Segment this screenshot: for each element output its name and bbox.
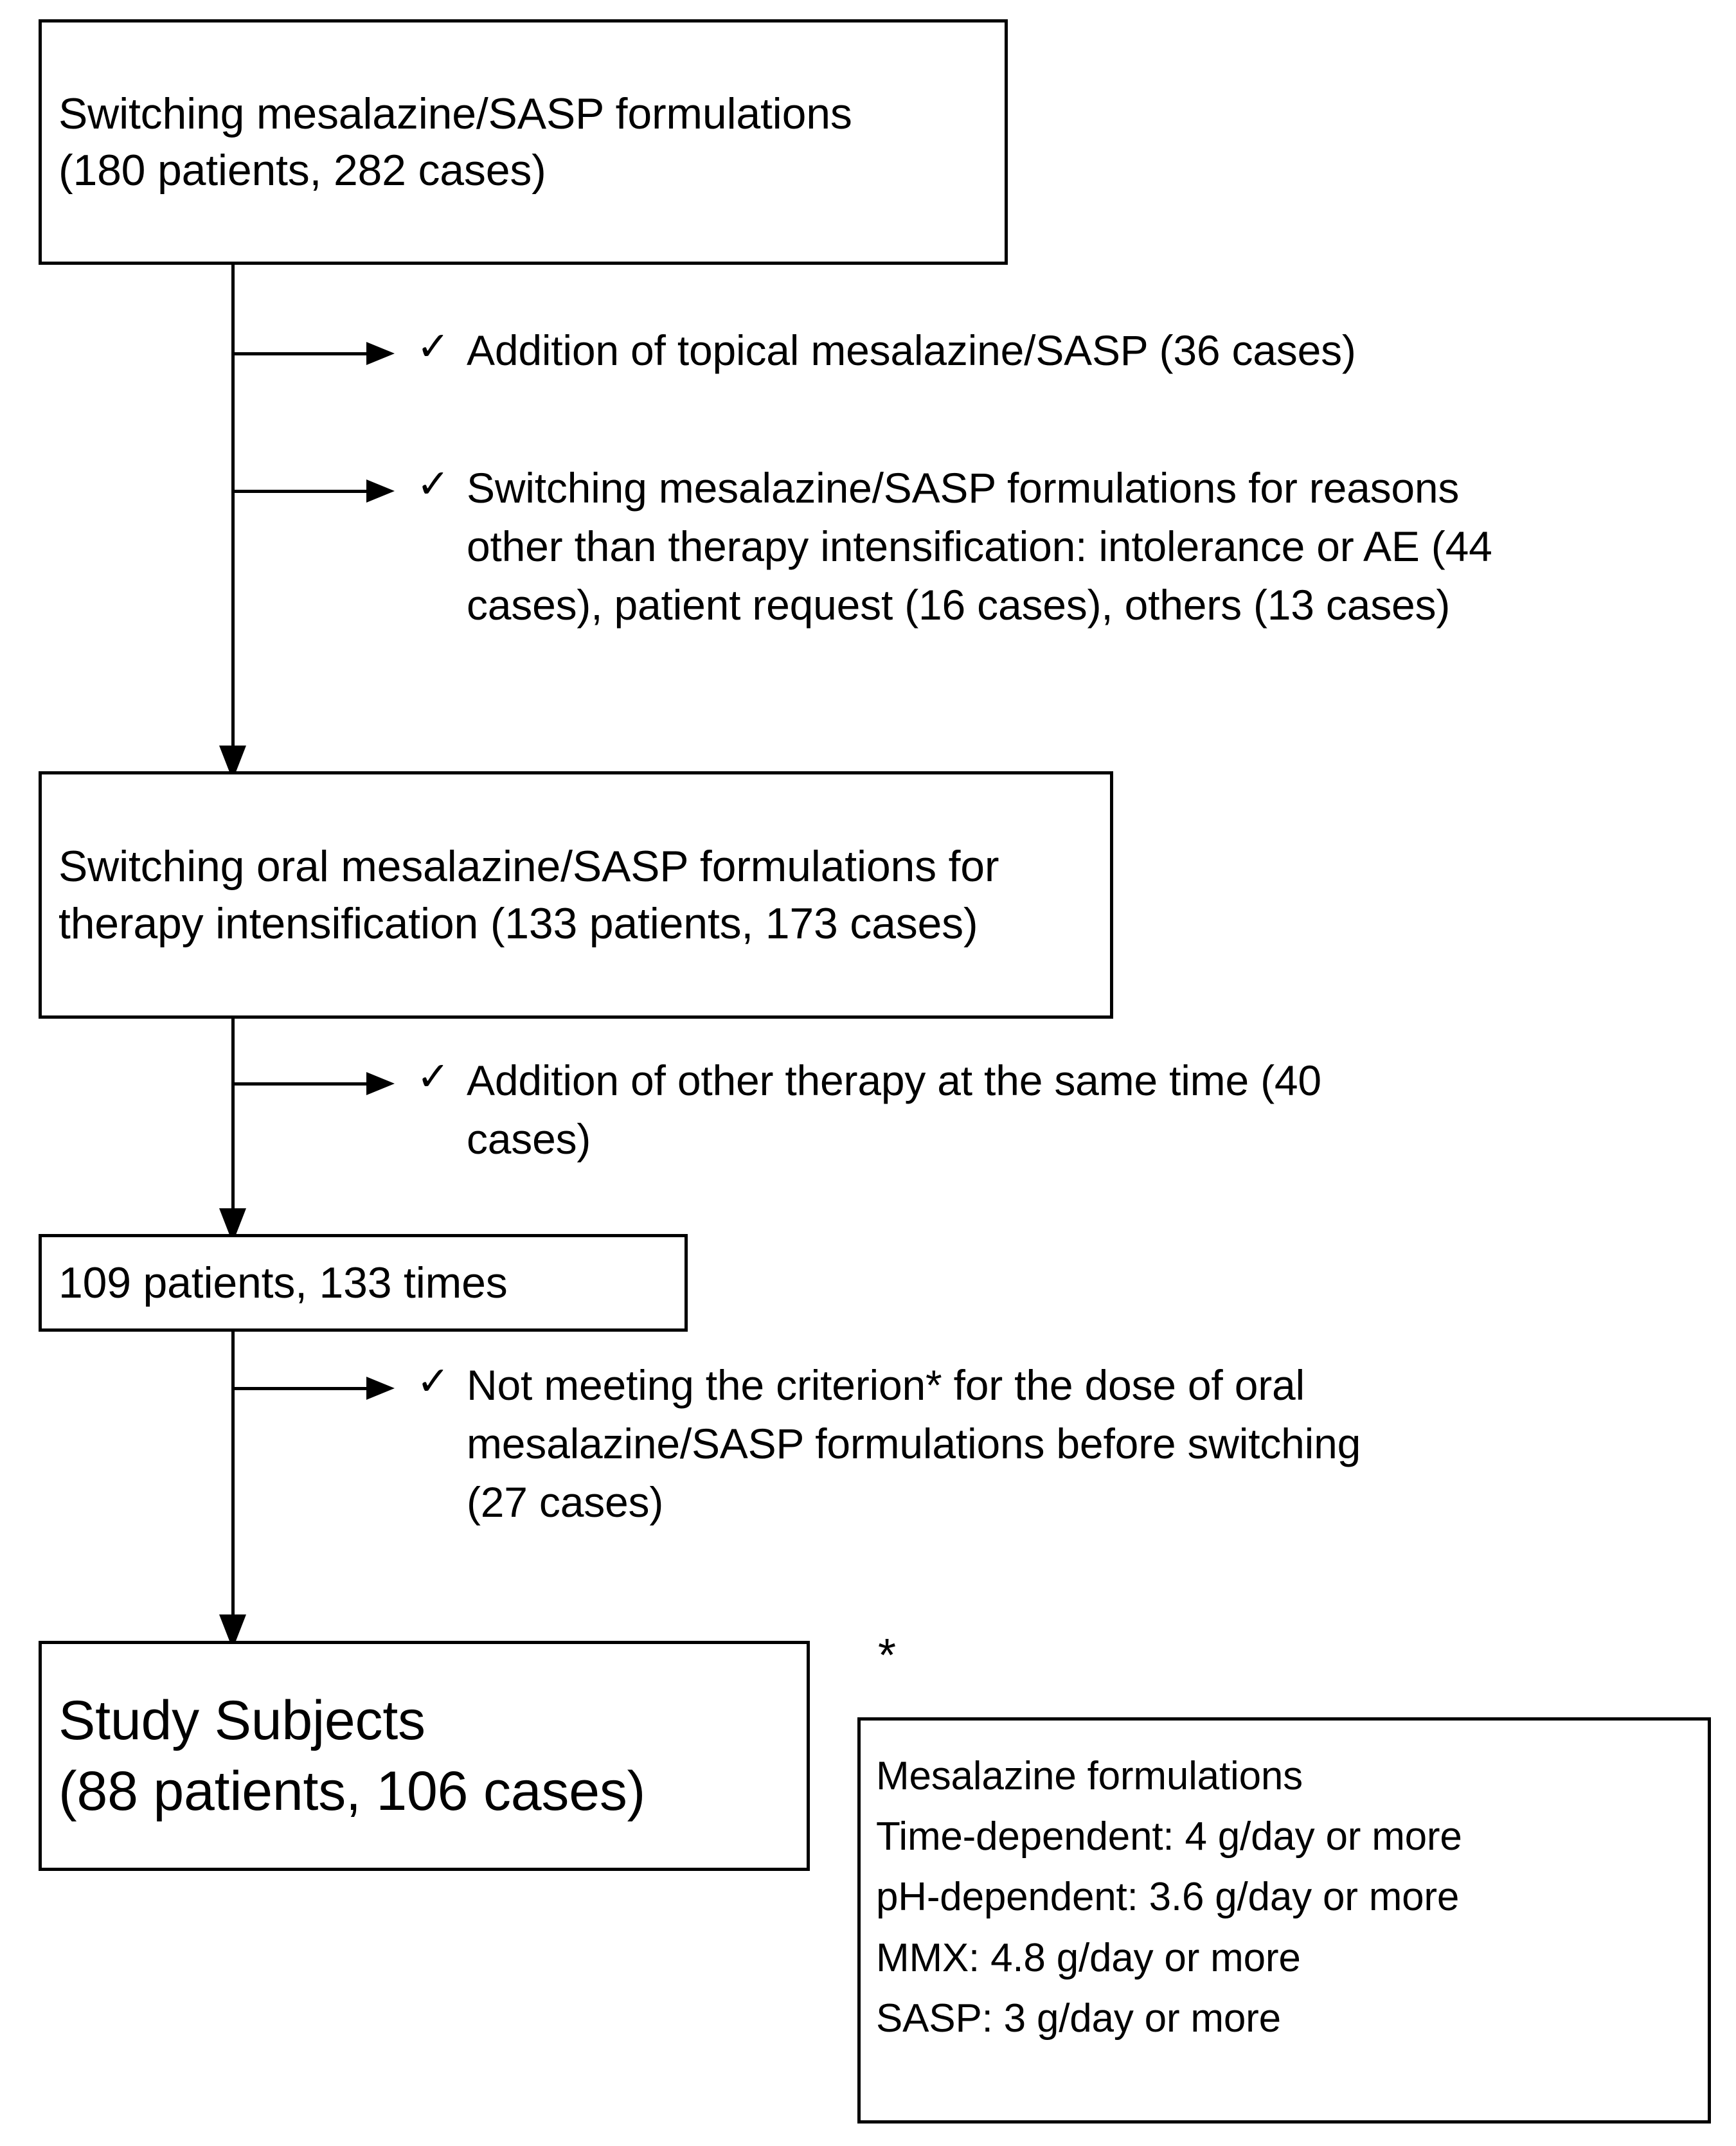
branch-arrow-head-icon <box>366 1377 395 1400</box>
checkmark-icon: ✓ <box>416 462 450 506</box>
origin-cohort-label: Switching mesalazine/SASP formulations (… <box>58 89 852 195</box>
connector-line-origin-to-oral <box>231 265 235 776</box>
branch-arrow-stem <box>233 1387 368 1390</box>
exclusion-item-3: ✓ Addition of other therapy at the same … <box>416 1051 1348 1168</box>
flow-box-study-subjects: Study Subjects (88 patients, 106 cases) <box>39 1641 810 1871</box>
footnote-asterisk-marker: * <box>878 1630 897 1681</box>
checkmark-icon: ✓ <box>416 325 450 369</box>
exclusion-item-1-label: Addition of topical mesalazine/SASP (36 … <box>467 326 1356 374</box>
exclusion-item-3-label: Addition of other therapy at the same ti… <box>467 1057 1321 1163</box>
branch-arrow-stem <box>233 352 368 355</box>
remaining-count-label: 109 patients, 133 times <box>58 1258 508 1307</box>
branch-arrow-head-icon <box>366 342 395 365</box>
oral-intensification-label: Switching oral mesalazine/SASP formulati… <box>58 842 999 948</box>
flow-box-origin-cohort: Switching mesalazine/SASP formulations (… <box>39 19 1008 265</box>
exclusion-item-4: ✓ Not meeting the criterion* for the dos… <box>416 1356 1419 1532</box>
flow-box-remaining-count: 109 patients, 133 times <box>39 1234 688 1332</box>
flow-box-footnote-criteria: Mesalazine formulations Time-dependent: … <box>857 1717 1711 2124</box>
connector-line-oral-to-remaining <box>231 1019 235 1240</box>
exclusion-item-2: ✓ Switching mesalazine/SASP formulations… <box>416 459 1548 634</box>
connector-line-remaining-to-study <box>231 1332 235 1648</box>
exclusion-item-2-label: Switching mesalazine/SASP formulations f… <box>467 464 1492 629</box>
checkmark-icon: ✓ <box>416 1055 450 1099</box>
branch-arrow-head-icon <box>366 1072 395 1095</box>
footnote-criteria-label: Mesalazine formulations Time-dependent: … <box>876 1754 1462 2041</box>
exclusion-item-4-label: Not meeting the criterion* for the dose … <box>467 1361 1361 1526</box>
branch-arrow-stem <box>233 1082 368 1086</box>
branch-arrow-stem <box>233 490 368 493</box>
checkmark-icon: ✓ <box>416 1359 450 1404</box>
flow-box-oral-intensification: Switching oral mesalazine/SASP formulati… <box>39 771 1113 1019</box>
branch-arrow-head-icon <box>366 479 395 503</box>
study-subjects-label: Study Subjects (88 patients, 106 cases) <box>58 1689 646 1822</box>
exclusion-item-1: ✓ Addition of topical mesalazine/SASP (3… <box>416 321 1670 380</box>
